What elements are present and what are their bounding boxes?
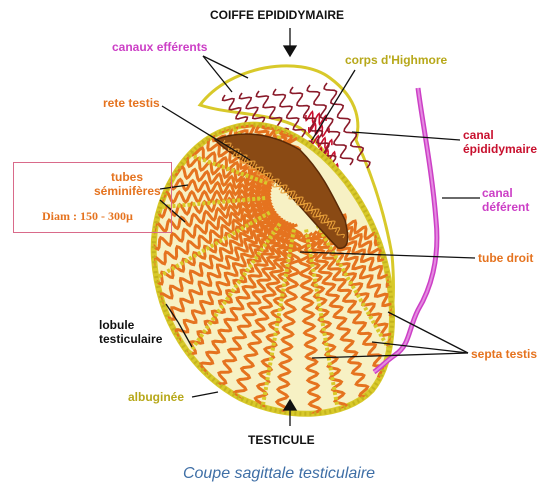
label-coiffe: COIFFE EPIDIDYMAIRE (210, 8, 344, 22)
label-canal-deferent-2: déférent (482, 200, 529, 214)
label-albuginee: albuginée (128, 390, 184, 404)
label-tube-droit: tube droit (478, 251, 533, 265)
label-canal-epididymaire-1: canal (463, 128, 494, 142)
label-lobule-1: lobule (99, 318, 134, 332)
label-canal-deferent-1: canal (482, 186, 513, 200)
label-diam: Diam : 150 - 300µ (42, 209, 133, 223)
label-canaux-efferents: canaux efférents (112, 40, 207, 54)
label-corps-highmore: corps d'Highmore (345, 53, 447, 67)
label-tubes-1: tubes (111, 170, 143, 184)
label-rete-testis: rete testis (103, 96, 160, 110)
label-lobule-2: testiculaire (99, 332, 162, 346)
figure-caption: Coupe sagittale testiculaire (0, 465, 558, 483)
label-tubes-2: séminifères (94, 184, 161, 198)
label-testicule: TESTICULE (248, 433, 315, 447)
label-septa-testis: septa testis (471, 347, 537, 361)
label-canal-epididymaire-2: épididymaire (463, 142, 537, 156)
